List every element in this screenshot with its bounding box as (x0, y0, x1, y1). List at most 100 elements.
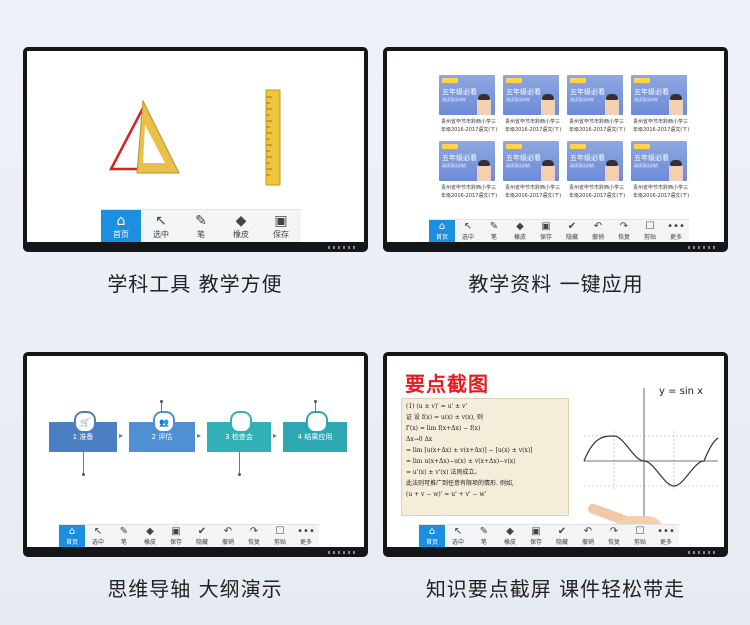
material-card[interactable]: 五年级必看阅读强化训练贵州省毕节市黔西小学三年级2016-2017语文(下) (503, 141, 561, 200)
toolbar-more-button[interactable]: •••更多 (657, 526, 675, 546)
cursor-icon: ↖ (463, 221, 473, 232)
toolbar-eraser-button[interactable]: ◆橡皮 (513, 221, 526, 241)
card-thumbnail: 五年级必看阅读强化训练 (503, 75, 559, 115)
monitor-key-points: 要点截图 (1) (u ± v)' = u' ± v' 证 设 f(x) = u… (383, 352, 728, 557)
toolbar-eraser-button[interactable]: ◆橡皮 (503, 526, 516, 546)
toolbar-save-button[interactable]: ▣保存 (169, 526, 182, 546)
material-card[interactable]: 五年级必看阅读强化训练贵州省毕节市黔西小学三年级2016-2017语文(下) (631, 141, 689, 200)
material-card[interactable]: 五年级必看阅读强化训练贵州省毕节市黔西小学三年级2016-2017语文(下) (567, 75, 625, 134)
graph-equation-label: y = sin x (659, 386, 704, 397)
toolbar-clip-button[interactable]: ☐剪贴 (643, 221, 656, 241)
toolbar-home-button[interactable]: ⌂首页 (101, 210, 141, 242)
toolbar-hide-button[interactable]: ✔隐藏 (555, 526, 568, 546)
card-thumbnail: 五年级必看阅读强化训练 (631, 141, 687, 181)
check-icon: ✔ (567, 221, 577, 232)
toolbar-more-button[interactable]: •••更多 (297, 526, 315, 546)
teacher-avatar (541, 160, 555, 181)
material-card[interactable]: 五年级必看阅读强化训练贵州省毕节市黔西小学三年级2016-2017语文(下) (567, 141, 625, 200)
more-icon: ••• (657, 526, 675, 537)
cursor-icon: ↖ (155, 213, 167, 229)
flow-node (82, 473, 85, 476)
toolbar-select-button[interactable]: ↖选中 (153, 213, 169, 239)
toolbar-redo-button[interactable]: ↷恢复 (617, 221, 630, 241)
eraser-icon: ◆ (506, 526, 514, 537)
toolbar-select-button[interactable]: ↖选中 (91, 526, 104, 546)
clipboard-icon: ☐ (635, 526, 645, 537)
material-card[interactable]: 五年级必看阅读强化训练贵州省毕节市黔西小学三年级2016-2017语文(下) (439, 75, 497, 134)
toolbar-clip-button[interactable]: ☐剪贴 (273, 526, 286, 546)
toolbar-more-button[interactable]: •••更多 (667, 221, 685, 241)
sine-curve (583, 435, 719, 487)
pen-icon: ✎ (479, 526, 489, 537)
caption-subject-tools: 学科工具 教学方便 (107, 272, 283, 296)
formula-screenshot[interactable]: (1) (u ± v)' = u' ± v' 证 设 f(x) = u(x) ±… (401, 398, 569, 516)
toolbar-redo-button[interactable]: ↷恢复 (247, 526, 260, 546)
card-tag (442, 78, 458, 83)
bottom-toolbar: ⌂首页 ↖选中 ✎笔 ◆橡皮 ▣保存 (101, 209, 301, 242)
card-tag (506, 78, 522, 83)
teacher-avatar (669, 160, 683, 181)
toolbar-clip-button[interactable]: ☐剪贴 (633, 526, 646, 546)
bezel-buttons (328, 246, 358, 249)
clipboard-icon: ☐ (275, 526, 285, 537)
more-icon: ••• (667, 221, 685, 232)
pen-icon: ✎ (489, 221, 499, 232)
toolbar-select-button[interactable]: ↖选中 (451, 526, 464, 546)
toolbar-pen-button[interactable]: ✎笔 (489, 221, 499, 241)
toolbar-home-button[interactable]: ⌂首页 (429, 220, 455, 242)
toolbar-save-button[interactable]: ▣保存 (529, 526, 542, 546)
more-icon: ••• (297, 526, 315, 537)
toolbar-hide-button[interactable]: ✔隐藏 (195, 526, 208, 546)
card-tag (570, 78, 586, 83)
redo-icon: ↷ (249, 526, 259, 537)
monitor-teaching-materials: 五年级必看阅读强化训练贵州省毕节市黔西小学三年级2016-2017语文(下)五年… (383, 47, 728, 252)
bezel-buttons (688, 246, 718, 249)
flow-step-evaluate[interactable]: 👥 2 评估 (129, 411, 195, 452)
pen-icon: ✎ (119, 526, 129, 537)
sine-graph (583, 388, 719, 526)
save-icon: ▣ (274, 213, 288, 229)
card-tag (634, 78, 650, 83)
material-card[interactable]: 五年级必看阅读强化训练贵州省毕节市黔西小学三年级2016-2017语文(下) (503, 75, 561, 134)
toolbar-redo-button[interactable]: ↷恢复 (607, 526, 620, 546)
toolbar-save-button[interactable]: ▣保存 (539, 221, 552, 241)
flow-step-review[interactable]: ▤ 3 检查会 (207, 411, 271, 452)
screen-key-points: 要点截图 (1) (u ± v)' = u' ± v' 证 设 f(x) = u… (387, 356, 724, 547)
toolbar-undo-button[interactable]: ↶撤销 (591, 221, 604, 241)
drawing-canvas[interactable] (27, 51, 364, 242)
toolbar-home-button[interactable]: ⌂首页 (419, 525, 445, 547)
flow-step-prepare[interactable]: 🛒 1 准备 (49, 411, 117, 452)
flow-arrow-icon: ▸ (197, 431, 202, 440)
home-icon: ⌂ (438, 221, 446, 232)
flow-arrow-icon: ▸ (273, 431, 278, 440)
toolbar-undo-button[interactable]: ↶撤销 (221, 526, 234, 546)
toolbar-home-button[interactable]: ⌂首页 (59, 525, 85, 547)
card-thumbnail: 五年级必看阅读强化训练 (567, 141, 623, 181)
toolbar-pen-button[interactable]: ✎笔 (195, 213, 207, 239)
flow-step-apply[interactable]: ▥ 4 结果应用 (283, 411, 347, 452)
flow-node (238, 473, 241, 476)
card-tag (442, 144, 458, 149)
material-card[interactable]: 五年级必看阅读强化训练贵州省毕节市黔西小学三年级2016-2017语文(下) (439, 141, 497, 200)
teacher-avatar (605, 160, 619, 181)
redo-icon: ↷ (619, 221, 629, 232)
people-icon: 👥 (153, 411, 175, 433)
monitor-subject-tools: ⌂首页 ↖选中 ✎笔 ◆橡皮 ▣保存 (23, 47, 368, 252)
toolbar-eraser-button[interactable]: ◆橡皮 (233, 213, 249, 239)
toolbar-pen-button[interactable]: ✎笔 (119, 526, 129, 546)
toolbar-select-button[interactable]: ↖选中 (461, 221, 474, 241)
save-icon: ▣ (541, 221, 551, 232)
toolbar-eraser-button[interactable]: ◆橡皮 (143, 526, 156, 546)
material-card[interactable]: 五年级必看阅读强化训练贵州省毕节市黔西小学三年级2016-2017语文(下) (631, 75, 689, 134)
toolbar-hide-button[interactable]: ✔隐藏 (565, 221, 578, 241)
toolbar-pen-button[interactable]: ✎笔 (479, 526, 489, 546)
toolbar-undo-button[interactable]: ↶撤销 (581, 526, 594, 546)
screen-icon: ▤ (230, 411, 252, 433)
screen-mind-map: 🛒 1 准备 ▸ 👥 2 评估 ▸ ▤ 3 检查会 ▸ ▥ 4 结果应用 (27, 356, 364, 547)
card-tag (570, 144, 586, 149)
cursor-icon: ↖ (93, 526, 103, 537)
set-square-hole (143, 125, 165, 163)
cart-icon: 🛒 (74, 411, 96, 433)
toolbar-save-button[interactable]: ▣保存 (273, 213, 289, 239)
save-icon: ▣ (531, 526, 541, 537)
